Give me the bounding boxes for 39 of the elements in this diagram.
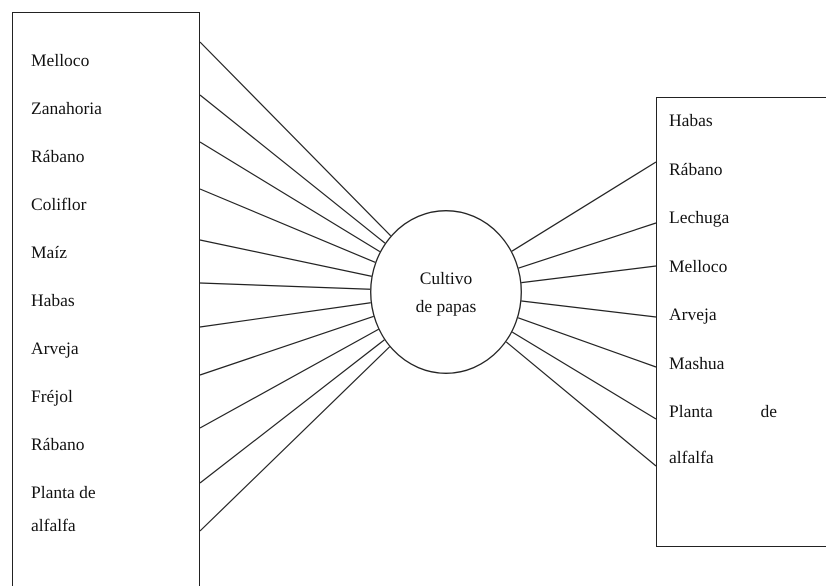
list-item: Melloco [669, 254, 728, 278]
list-item: Rábano [31, 433, 86, 456]
circle-label: Cultivo de papas [415, 267, 477, 318]
connector-line [518, 317, 656, 368]
list-item: Coliflor [31, 193, 88, 216]
connector-line [200, 94, 386, 244]
list-box [656, 97, 826, 547]
list-item: Arveja [669, 303, 718, 326]
connector-line [512, 162, 656, 252]
connector-line [518, 222, 656, 269]
list-item: Rábano [31, 145, 86, 168]
connector-line [200, 42, 392, 236]
connector-line [512, 332, 656, 420]
connector-line [521, 300, 656, 318]
connector-line [506, 341, 656, 466]
list-item: Fréjol [31, 385, 74, 408]
list-item: Maíz [31, 241, 68, 264]
connector-line [200, 141, 380, 252]
list-item: Planta de alfalfa [31, 481, 97, 537]
list-box [12, 12, 200, 586]
list-item: Habas [669, 109, 714, 132]
connector-line [200, 239, 372, 277]
list-item: Zanahoria [31, 97, 103, 120]
central-circle [370, 210, 522, 374]
connector-line [200, 339, 385, 484]
list-item: Arveja [31, 337, 80, 360]
connector-line [200, 302, 371, 328]
connector-line [200, 328, 379, 429]
list-item: Habas [31, 289, 76, 312]
connector-line [521, 265, 656, 284]
list-item: Rábano [669, 158, 724, 180]
connector-line [200, 282, 370, 290]
list-item: Mashua [669, 352, 726, 374]
connector-line [200, 316, 374, 376]
connector-line [200, 346, 390, 532]
list-item: Lechuga [669, 206, 730, 229]
connector-line [200, 188, 376, 263]
list-item: Melloco [31, 49, 90, 72]
list-item: Planta de alfalfa [669, 400, 777, 469]
